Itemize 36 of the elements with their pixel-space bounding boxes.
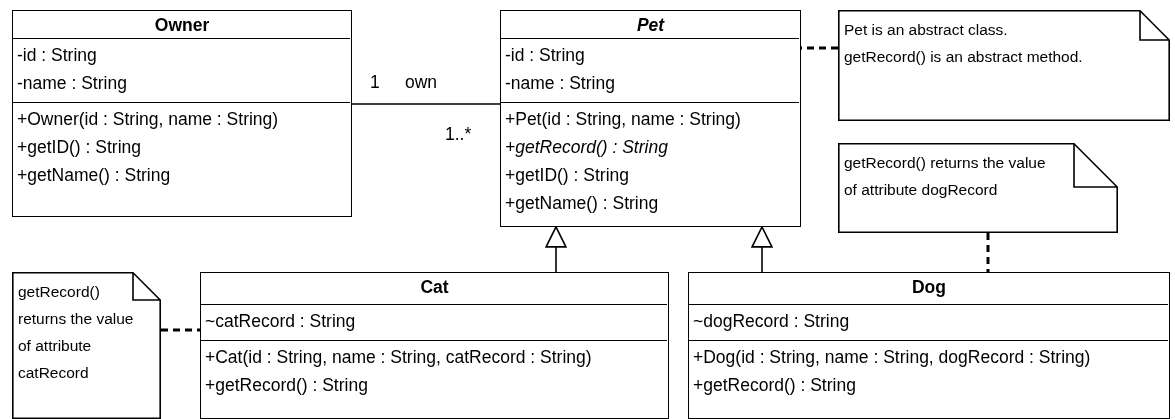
method-text: +Cat(id : String, name : String, catRecord : String) [205, 346, 592, 369]
method-text: +getID() : String [505, 164, 629, 187]
method-text: +getID() : String [17, 136, 141, 159]
method-text: +getRecord() : String [205, 374, 368, 397]
attribute-text: -name : String [17, 72, 127, 95]
attribute-text: -id : String [505, 44, 585, 67]
class-box [688, 272, 1170, 419]
note-text: Pet is an abstract class. getRecord() is an abstract method. [844, 20, 1084, 67]
generalization-arrow [751, 226, 773, 273]
attribute-text: -name : String [505, 72, 615, 95]
method-text: +Pet(id : String, name : String) [505, 108, 741, 131]
association-line [351, 103, 501, 105]
method-text: +getRecord() : String [693, 374, 856, 397]
class-name: Cat [420, 276, 449, 299]
note-connector [161, 328, 200, 332]
class-name: Pet [636, 14, 665, 37]
note-text: getRecord() returns the value of attribute catRecord [18, 282, 135, 383]
method-text: +getName() : String [17, 164, 171, 187]
attribute-text: ~catRecord : String [205, 310, 356, 333]
note-connector [986, 233, 990, 272]
generalization-arrow [545, 226, 567, 273]
class-box [12, 10, 352, 217]
note-box [838, 10, 1170, 121]
method-text: +getName() : String [505, 192, 659, 215]
class-box [200, 272, 669, 419]
attribute-text: ~dogRecord : String [693, 310, 850, 333]
note-box [12, 272, 161, 419]
method-text: +Owner(id : String, name : String) [17, 108, 279, 131]
attribute-text: -id : String [17, 44, 97, 67]
method-text: +getRecord() : String [505, 136, 668, 159]
class-name: Dog [912, 276, 946, 299]
note-text: getRecord() returns the value of attribute dogRecord [844, 153, 1047, 200]
note-box [838, 143, 1118, 233]
method-text: +Dog(id : String, name : String, dogRecord : String) [693, 346, 1091, 369]
class-name: Owner [154, 14, 210, 37]
class-box [500, 10, 801, 227]
